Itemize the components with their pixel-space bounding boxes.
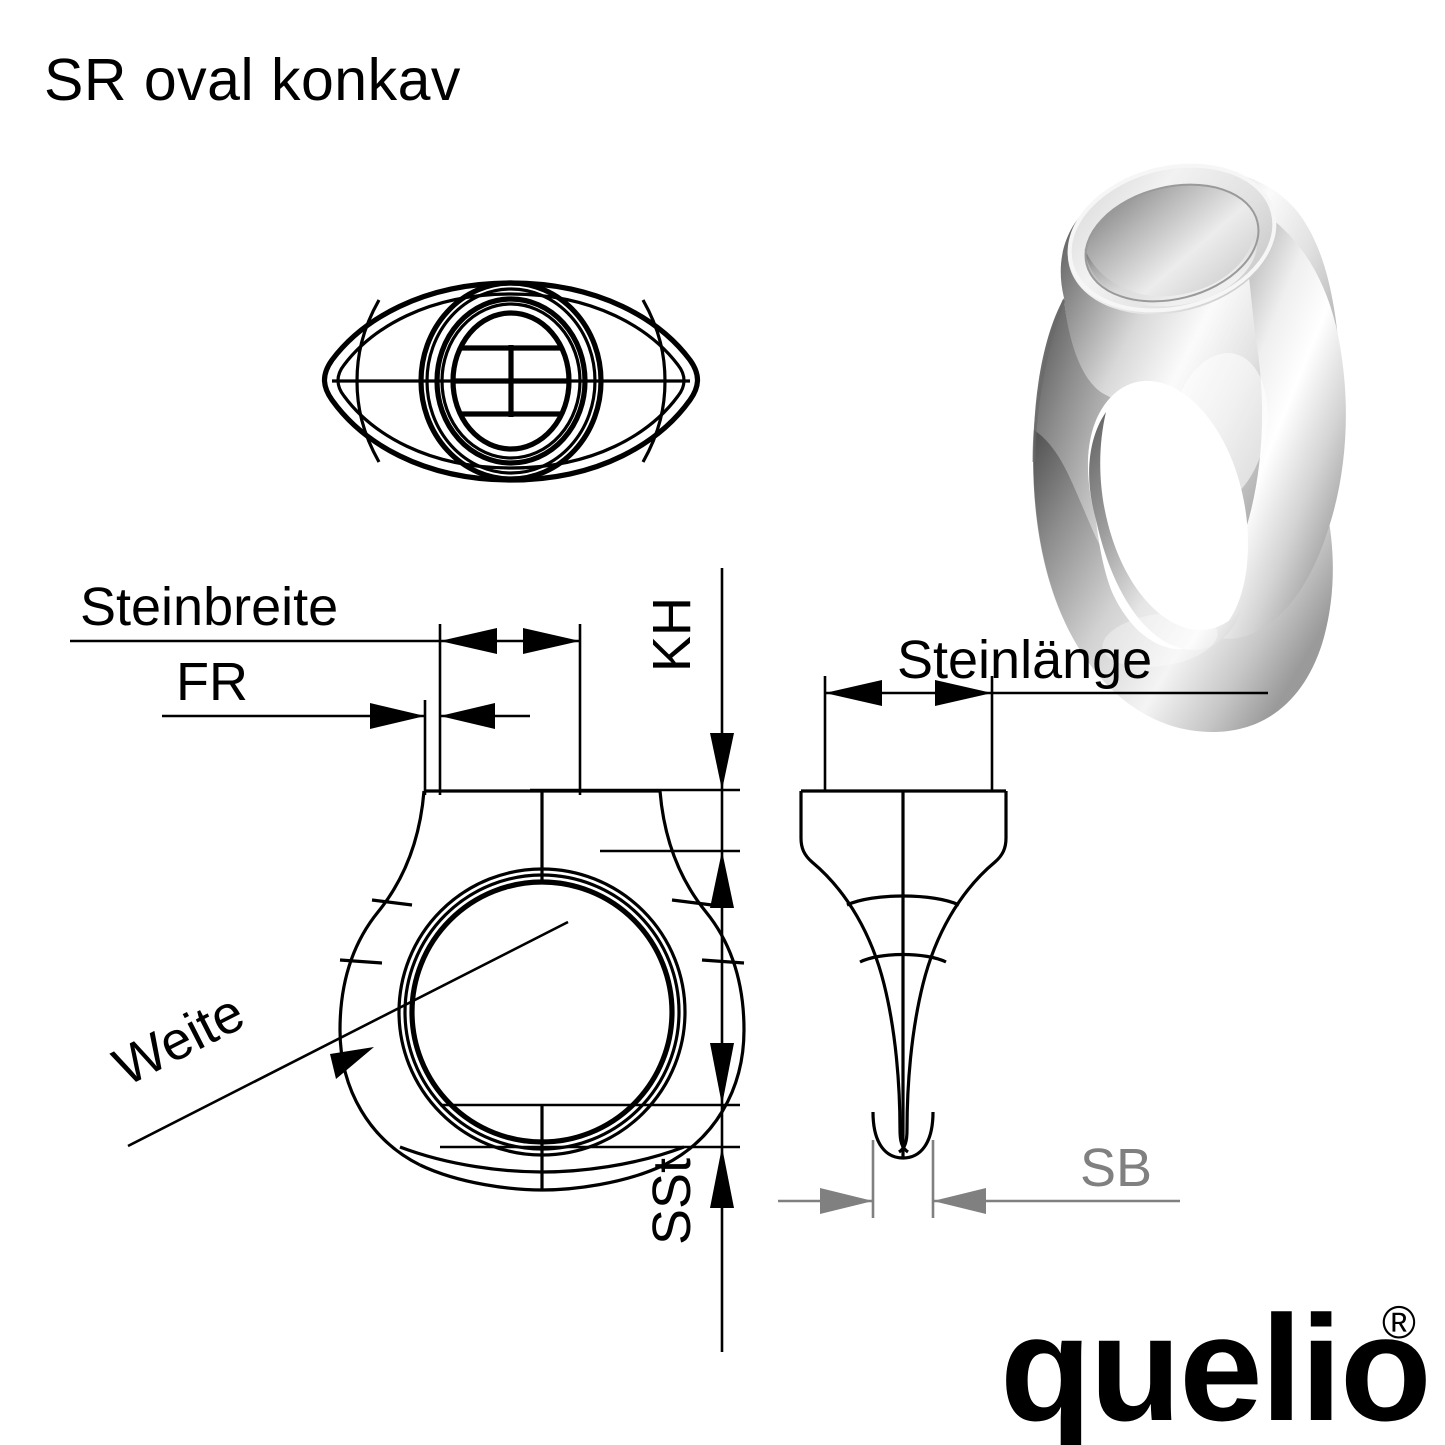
- quelio-logo: quelio ®: [1000, 1284, 1432, 1445]
- dimension-fr: [162, 700, 530, 795]
- page-title: SR oval konkav: [44, 47, 461, 113]
- dimension-label-fr: FR: [176, 652, 248, 712]
- stone-grid: [453, 345, 569, 417]
- dimension-label-sst: SSt: [642, 1158, 702, 1245]
- dimension-label-steinlaenge: Steinlänge: [897, 630, 1152, 690]
- dimension-steinlaenge: [823, 676, 1268, 790]
- dimension-label-steinbreite: Steinbreite: [80, 577, 338, 637]
- dimension-sb: [778, 1140, 1180, 1218]
- dimension-kh: [530, 568, 740, 1010]
- perspective-3d-render: [1032, 163, 1346, 732]
- dimension-steinbreite: [70, 624, 582, 795]
- front-section-view: [127, 789, 746, 1192]
- dimension-sst: [440, 1010, 740, 1352]
- dimension-label-kh: KH: [642, 597, 702, 672]
- dimension-label-sb: SB: [1080, 1138, 1152, 1198]
- dimension-label-weite: Weite: [104, 982, 253, 1098]
- top-view-group: [321, 280, 701, 483]
- side-profile-view: [799, 789, 1008, 1160]
- logo-wordmark: quelio: [1000, 1284, 1430, 1445]
- registered-trademark-symbol: ®: [1382, 1296, 1416, 1348]
